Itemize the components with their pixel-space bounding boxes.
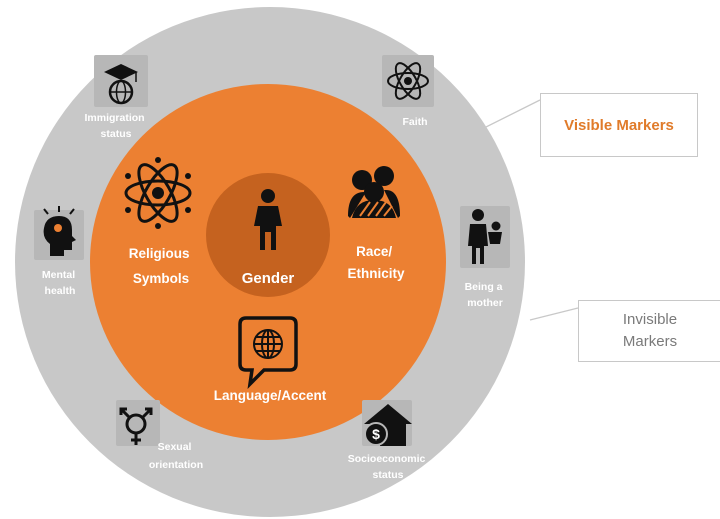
atom-faith-icon (387, 62, 429, 100)
gender-label: Gender (242, 270, 295, 287)
invisible-connector (529, 307, 579, 321)
speech-globe-icon (238, 316, 298, 389)
people-group-icon (348, 166, 400, 218)
svg-text:$: $ (372, 426, 380, 442)
immigration-label: Immigration status (84, 112, 147, 140)
socio-label: Socioeconomic status (348, 453, 429, 481)
invisible-markers-line2: Markers (622, 333, 678, 350)
invisible-markers-callout: Invisible Markers (578, 300, 720, 362)
gender-core-circle (206, 173, 330, 297)
language-label: Language/Accent (214, 388, 327, 403)
invisible-markers-line1: Invisible (622, 311, 678, 328)
mind-head-icon (43, 206, 76, 256)
graduation-globe-icon (104, 64, 138, 105)
mother-label: Being a mother (465, 281, 506, 309)
visible-markers-callout: Visible Markers (540, 93, 698, 157)
faith-label: Faith (402, 116, 427, 128)
gender-symbol-icon (119, 407, 153, 445)
race-label: Race/ Ethnicity (347, 244, 404, 281)
visible-markers-text: Visible Markers (564, 116, 674, 134)
religion-symbols-icon (124, 157, 192, 229)
religious-label: Religious Symbols (129, 246, 194, 286)
sexual-label: Sexual orientation (149, 441, 203, 471)
mental-label: Mental health (42, 269, 78, 297)
house-money-icon: $ (364, 404, 412, 446)
woman-icon (254, 189, 282, 250)
mother-child-icon (468, 209, 502, 264)
